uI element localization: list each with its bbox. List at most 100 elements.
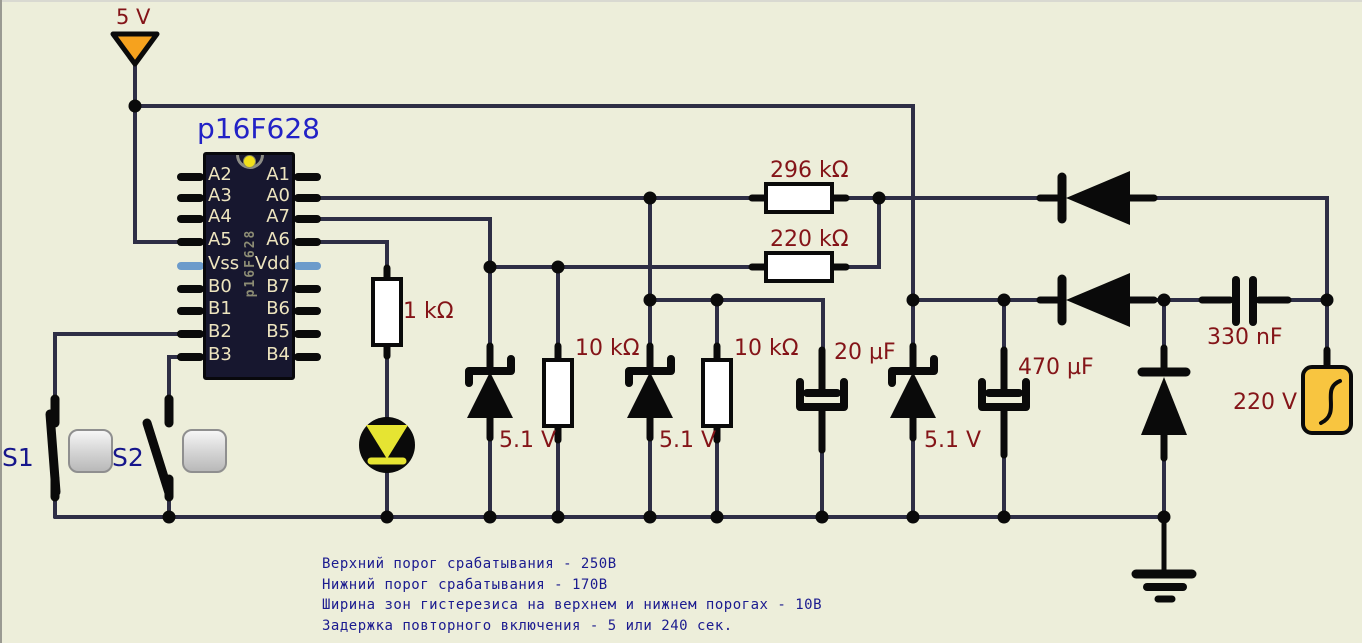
zener-diode-b[interactable] [625, 342, 675, 442]
pin-label: Vss [208, 253, 240, 274]
mcu-pin-vdd[interactable] [294, 262, 321, 270]
mcu-chip[interactable]: p16F628 A2 A3 A4 A5 Vss B0 B1 B2 B3 A1 A… [177, 152, 321, 382]
diode-triangle [1141, 377, 1187, 435]
junction-dot [1157, 293, 1171, 307]
wire-segment[interactable] [1128, 196, 1329, 302]
ac-source-label: 220 V [1233, 390, 1298, 415]
junction-dot [551, 260, 565, 274]
wire-segment[interactable] [318, 217, 492, 350]
mcu-pin[interactable] [294, 238, 321, 246]
mcu-pin[interactable] [177, 330, 204, 338]
junction-dot [906, 293, 920, 307]
zener-cathode-bar [888, 355, 938, 387]
junction-dot [997, 293, 1011, 307]
switch-lever[interactable] [142, 418, 174, 498]
resistor-body [371, 277, 403, 347]
ac-source[interactable] [1301, 346, 1353, 435]
diode-triangle [1066, 171, 1130, 225]
junction-dot [1157, 510, 1171, 524]
wire-segment[interactable] [133, 62, 915, 348]
mcu-pin[interactable] [294, 173, 321, 181]
resistor-296k[interactable] [748, 182, 850, 214]
capacitor-470uF[interactable] [978, 346, 1030, 459]
wire-segment[interactable] [167, 355, 182, 404]
capacitor-330nF[interactable] [1198, 276, 1292, 326]
sine-icon [1319, 379, 1342, 425]
pin-label: A6 [266, 229, 290, 250]
junction-dot [483, 510, 497, 524]
junction-dot [1320, 293, 1334, 307]
capacitor-470uF-label: 470 µF [1018, 355, 1094, 380]
junction-dot [872, 191, 886, 205]
mcu-pin[interactable] [294, 353, 321, 361]
mcu-pin[interactable] [177, 215, 204, 223]
mcu-pin[interactable] [177, 194, 204, 202]
capacitor-20uF[interactable] [796, 346, 848, 454]
capacitor-20uF-label: 20 µF [834, 340, 896, 365]
zener-b-label: 5.1 V [659, 428, 717, 453]
pin-label: B1 [208, 298, 232, 319]
wire-segment[interactable] [318, 240, 389, 274]
mcu-body[interactable] [203, 152, 295, 380]
wire-segment[interactable] [648, 298, 825, 354]
led[interactable] [359, 417, 415, 473]
capacitor-330nF-label: 330 nF [1207, 325, 1283, 350]
pin-label: B0 [208, 276, 232, 297]
zener-diode-a[interactable] [465, 342, 515, 442]
switch-s2-button[interactable] [182, 429, 227, 473]
switch-s2-label: S2 [112, 443, 144, 472]
mcu-pin[interactable] [177, 307, 204, 315]
zener-diode-c[interactable] [888, 342, 938, 442]
junction-dot [643, 510, 657, 524]
mcu-pin[interactable] [294, 285, 321, 293]
resistor-10k-b[interactable] [701, 342, 733, 444]
resistor-10k-a[interactable] [542, 342, 574, 444]
mcu-pin[interactable] [177, 173, 204, 181]
pin-label: B5 [266, 321, 290, 342]
junction-dot [643, 293, 657, 307]
junction-dot [551, 510, 565, 524]
resistor-body [764, 251, 834, 283]
resistor-body [701, 358, 733, 428]
capacitor-cup-plate [796, 378, 848, 411]
junction-dot [815, 510, 829, 524]
vcc-source[interactable] [110, 31, 160, 67]
mcu-pin-vss[interactable] [177, 262, 204, 270]
mcu-pin[interactable] [177, 238, 204, 246]
junction-dots [128, 99, 1334, 524]
mcu-pin[interactable] [177, 353, 204, 361]
wire-segment[interactable] [133, 104, 182, 244]
mcu-pin[interactable] [177, 285, 204, 293]
diode-middle[interactable] [1036, 273, 1158, 327]
ac-source-body [1301, 365, 1353, 435]
mcu-pin[interactable] [294, 330, 321, 338]
junction-dot [380, 510, 394, 524]
switch-s2[interactable] [142, 394, 174, 502]
mcu-pin1-marker [243, 155, 256, 168]
wire-segment[interactable] [844, 196, 881, 269]
diode-ground[interactable] [1137, 344, 1191, 462]
resistor-220k[interactable] [748, 251, 850, 283]
note-line: Нижний порог срабатывания - 170В [322, 576, 608, 593]
mcu-pin[interactable] [294, 307, 321, 315]
vcc-triangle [110, 31, 160, 67]
switch-lever[interactable] [45, 409, 61, 497]
resistor-1k[interactable] [371, 264, 403, 360]
junction-dot [162, 510, 176, 524]
pin-label: Vdd [254, 253, 290, 274]
mcu-pin[interactable] [294, 194, 321, 202]
pin-label: B7 [266, 276, 290, 297]
diode-top[interactable] [1036, 171, 1158, 225]
pin-label: A1 [266, 164, 290, 185]
ground-symbol[interactable] [1131, 516, 1197, 603]
mcu-pin[interactable] [294, 215, 321, 223]
resistor-1k-label: 1 kΩ [403, 299, 454, 324]
zener-c-label: 5.1 V [924, 428, 982, 453]
pin-label: A4 [208, 206, 232, 227]
wire-segment[interactable] [53, 332, 182, 404]
switch-s1[interactable] [45, 394, 61, 502]
zener-cathode-bar [625, 355, 675, 387]
pin-label: A0 [266, 185, 290, 206]
switch-s1-button[interactable] [68, 429, 113, 473]
